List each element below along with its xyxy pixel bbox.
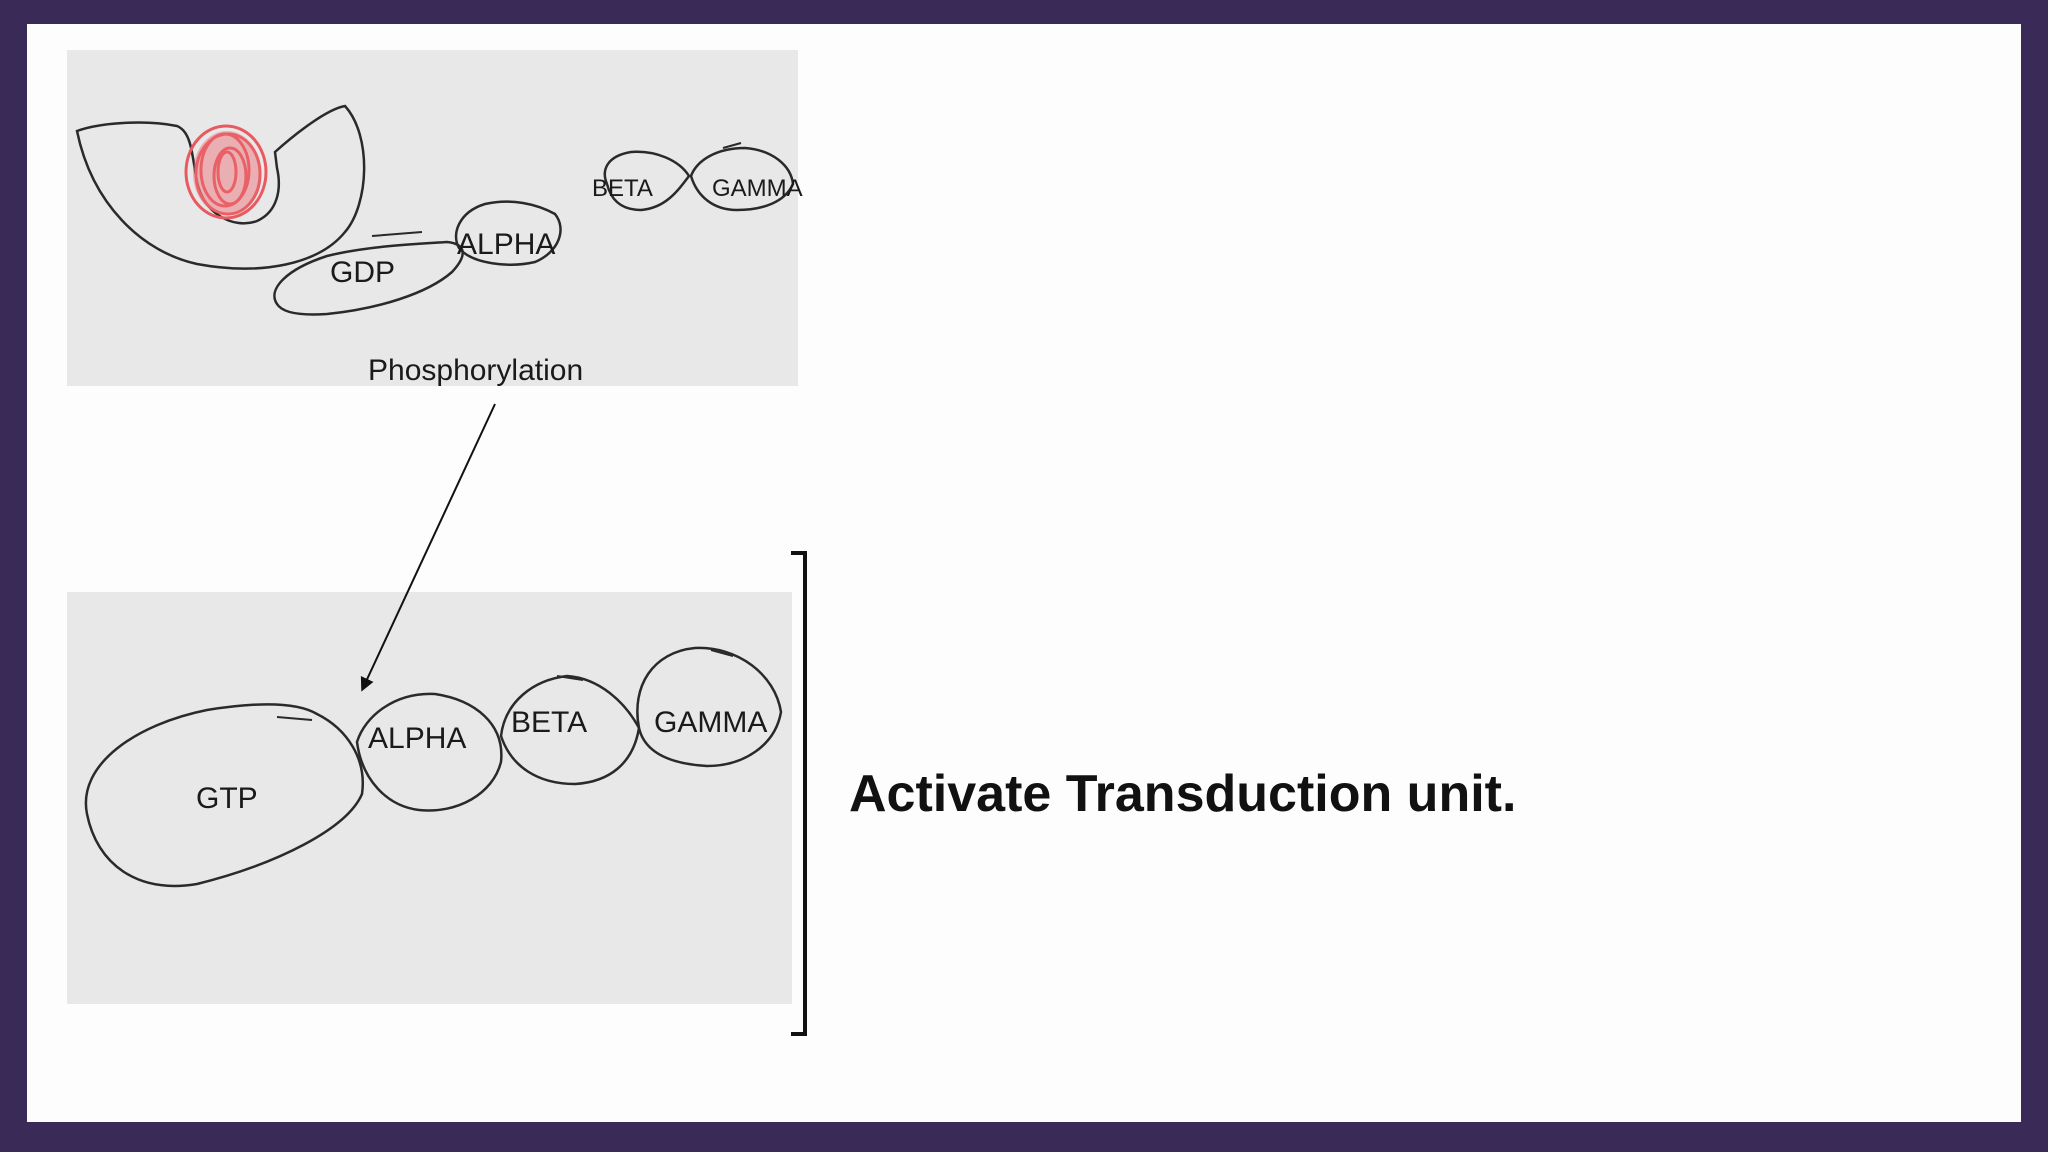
label-beta-top: BETA (592, 175, 653, 202)
label-gdp: GDP (330, 256, 396, 289)
label-alpha-bottom: ALPHA (368, 722, 467, 755)
label-beta-bottom: BETA (511, 706, 588, 739)
receptor-outline (75, 104, 366, 270)
ligand-scribble (184, 124, 268, 220)
label-gamma-bottom: GAMMA (654, 706, 768, 739)
label-alpha-top: ALPHA (457, 228, 556, 261)
inactive-g-protein-panel (67, 50, 798, 386)
bracket (791, 551, 807, 1036)
beta-blob-top (603, 150, 691, 212)
gamma-blob-top (689, 146, 795, 212)
gamma-blob-bottom (636, 646, 783, 768)
alpha-blob-top (454, 200, 562, 266)
ligand-fill (193, 131, 261, 215)
caption-activate-transduction: Activate Transduction unit. (849, 765, 1517, 823)
phosphorylation-arrow (360, 403, 496, 692)
g-protein-diagram (75, 104, 807, 1036)
label-gamma-top: GAMMA (712, 175, 803, 202)
active-g-protein-panel (67, 592, 792, 1004)
alpha-blob-bottom (355, 692, 503, 812)
label-gtp: GTP (196, 782, 258, 815)
label-phosphorylation: Phosphorylation (368, 354, 584, 387)
gdp-blob-top (273, 240, 464, 316)
gtp-blob (84, 703, 365, 888)
slide: BETA GAMMA ALPHA GDP Phosphorylation ALP… (27, 24, 2021, 1122)
